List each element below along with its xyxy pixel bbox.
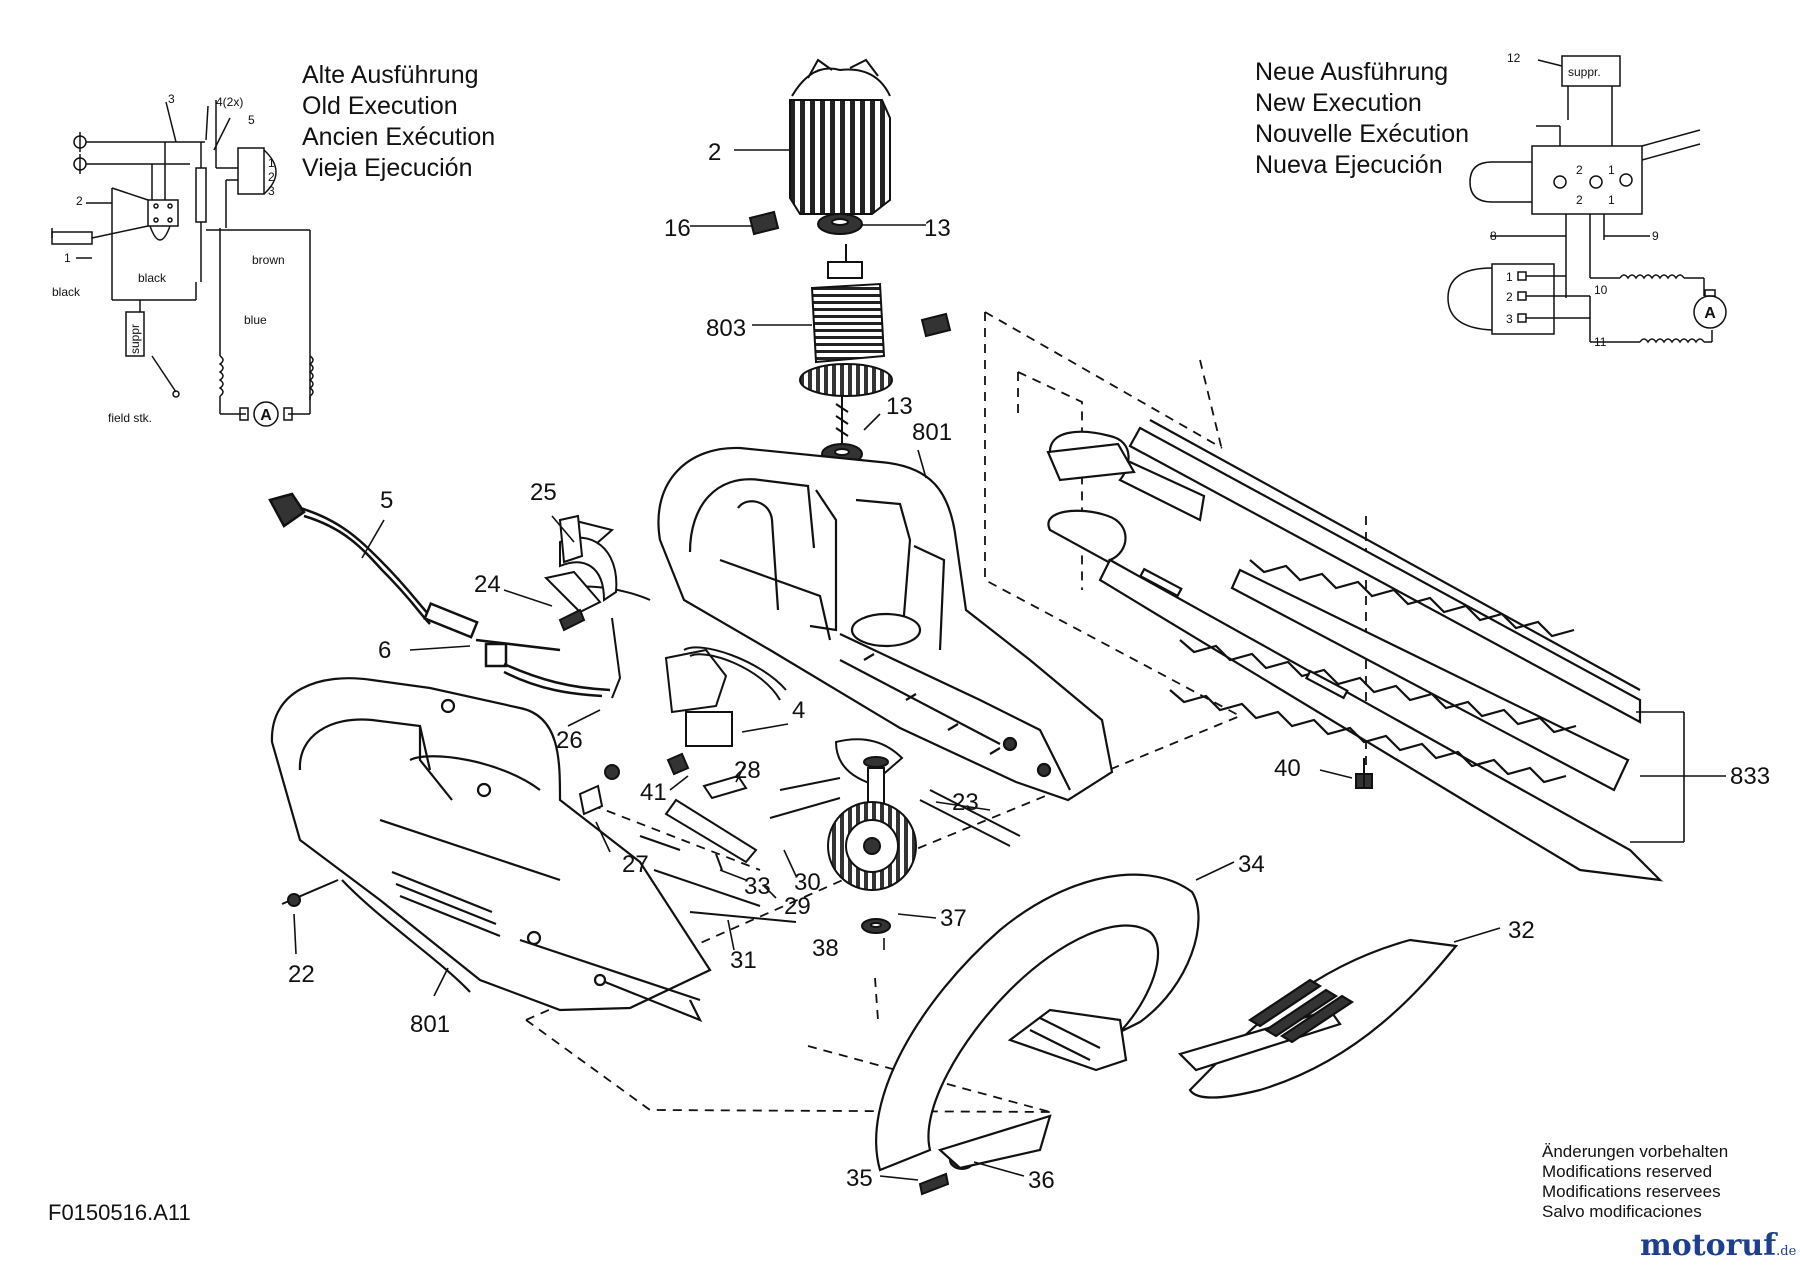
part-2-label: 2 [708,139,721,166]
label-conn-1: 3 [268,184,275,198]
part-13b-label: 13 [886,393,913,420]
part-26-label: 26 [556,727,583,754]
notice-line-en: Modifications reserved [1542,1162,1713,1181]
label-1: 2 [76,194,83,208]
label-conn-new-3: 3 [1506,312,1513,326]
old-wiring-schematic [51,100,314,427]
part-35-label: 35 [846,1165,873,1192]
old-version-line-es: Vieja Ejecución [302,154,473,182]
watermark-logo: motoruf.de [1640,1228,1796,1263]
cable-cord-part [268,492,611,698]
label-12: 12 [1507,51,1521,65]
label-brown: brown [252,253,285,267]
part-40-label: 40 [1274,755,1301,782]
label-sw-2a: 2 [1576,163,1583,177]
old-version-line-en: Old Execution [302,92,458,120]
part-25-label: 25 [530,479,557,506]
watermark-name: motoruf [1640,1228,1777,1263]
label-conn-new-2: 2 [1506,290,1513,304]
part-31-label: 31 [730,947,757,974]
label-conn-new-1: 1 [1506,270,1513,284]
notice-line-de: Änderungen vorbehalten [1542,1142,1729,1161]
old-motor-symbol: A [260,407,272,424]
part-801-top-label: 801 [912,419,952,446]
part-34-label: 34 [1238,851,1265,878]
part-23-label: 23 [952,789,979,816]
part-27-label: 27 [622,851,649,878]
new-version-line-de: Neue Ausführung [1255,58,1449,86]
part-37-label: 37 [940,905,967,932]
label-black-2: black [52,285,81,299]
part-803-label: 803 [706,315,746,342]
label-3: 3 [168,92,175,106]
part-41-label: 41 [640,779,667,806]
rear-housing-part [657,446,1114,802]
label-2: 1 [64,251,71,265]
new-version-line-en: New Execution [1255,89,1422,117]
new-wiring-schematic [1447,55,1727,344]
part-29-label: 29 [784,893,811,920]
label-4x: 4(2x) [216,95,243,109]
part-30-label: 30 [794,869,821,896]
part-22-label: 22 [288,961,315,988]
part-16-label: 16 [664,215,691,242]
label-sw-1b: 1 [1608,193,1615,207]
stator-part [789,58,891,215]
label-suppr-new: suppr. [1568,65,1601,79]
label-black-1: black [138,271,167,285]
label-blue: blue [244,313,267,327]
label-5: 5 [248,113,255,127]
front-housing-part [270,677,712,1023]
label-11: 11 [1594,335,1607,349]
old-version-caption: Alte Ausführung Old Execution Ancien Exé… [302,60,495,184]
new-version-line-fr: Nouvelle Exécution [1255,120,1470,148]
label-suppr: suppr [128,324,142,354]
part-4-label: 4 [792,697,805,724]
label-sw-1a: 1 [1608,163,1615,177]
part-38-label: 38 [812,935,839,962]
figure-code: F0150516.A11 [48,1200,191,1225]
part-13-label: 13 [924,215,951,242]
part-28-label: 28 [734,757,761,784]
modifications-notice: Änderungen vorbehalten Modifications res… [1542,1142,1728,1222]
label-10: 10 [1594,283,1608,297]
watermark-suffix: .de [1776,1244,1797,1259]
notice-line-es: Salvo modificaciones [1542,1202,1702,1221]
label-conn-3: 1 [268,156,275,170]
label-conn-2: 2 [268,170,275,184]
label-field-stk: field stk. [108,411,152,425]
part-801-bottom-label: 801 [410,1011,450,1038]
label-sw-2b: 2 [1576,193,1583,207]
gear-bracket-part [827,738,917,934]
front-handle-part [875,873,1200,1172]
leader-lines [293,149,1726,1181]
new-schematic-labels: 12 suppr. 2 1 2 1 8 9 1 2 3 10 11 A [1490,51,1716,349]
part-36-label: 36 [1028,1167,1055,1194]
part-number-labels: 2 13 16 803 13 801 5 25 24 6 26 4 28 41 … [288,139,1770,1194]
part-33-label: 33 [744,873,771,900]
blade-guard-part [1177,938,1459,1099]
part-833-label: 833 [1730,763,1770,790]
new-motor-symbol: A [1704,305,1716,322]
armature-part [799,244,893,444]
part-5-label: 5 [380,487,393,514]
old-version-line-fr: Ancien Exécution [302,123,496,151]
label-8: 8 [1490,229,1497,243]
part-6-label: 6 [378,637,391,664]
part-32-label: 32 [1508,917,1535,944]
blade-assembly-part [1046,419,1664,882]
notice-line-fr: Modifications reservees [1542,1182,1721,1201]
old-version-line-de: Alte Ausführung [302,61,479,89]
new-version-line-es: Nueva Ejecución [1255,151,1443,179]
trigger-link-part [578,777,1021,923]
label-9: 9 [1652,229,1659,243]
old-schematic-labels: 3 4(2x) 5 1 2 3 2 1 brown black black bl… [52,92,285,425]
brush-holder-part [748,210,952,338]
new-version-caption: Neue Ausführung New Execution Nouvelle E… [1255,57,1469,181]
part-24-label: 24 [474,571,501,598]
